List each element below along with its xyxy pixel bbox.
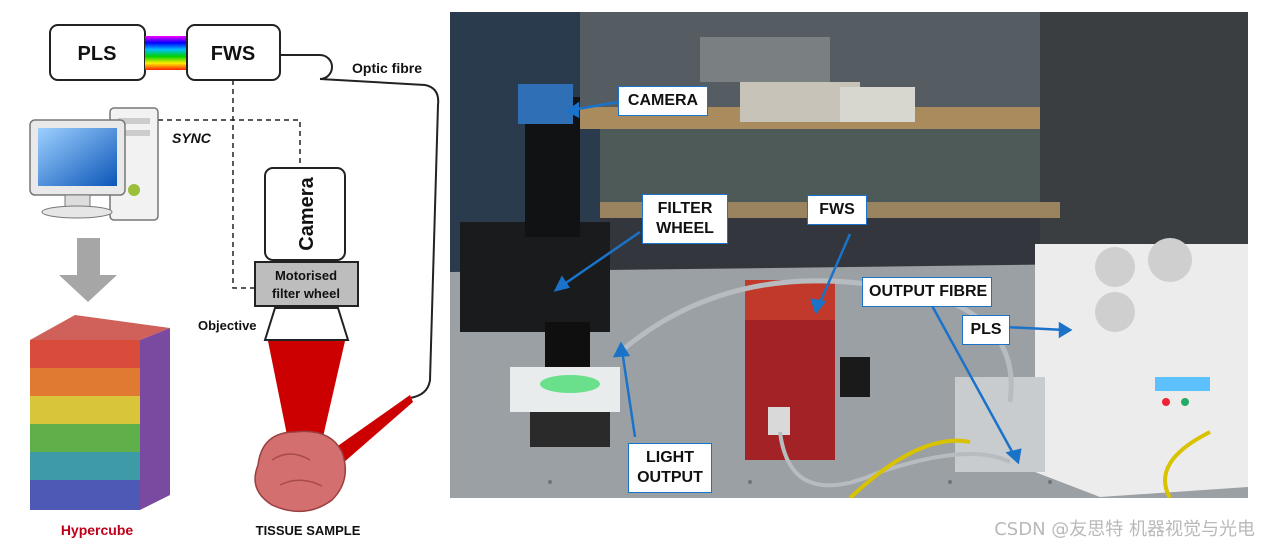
light-output-callout: LIGHT OUTPUT <box>628 443 712 493</box>
hypercube-stack <box>30 315 170 510</box>
system-schematic: PLS FWS Optic fibre SYNC Hyp <box>29 24 440 538</box>
tissue-sample <box>254 430 347 513</box>
objective-lens <box>263 307 350 341</box>
filter-wheel-label-line2: filter wheel <box>272 286 340 301</box>
light-spectrum-beam <box>145 36 187 70</box>
camera-beam <box>268 341 345 450</box>
filter-wheel-callout-line1: FILTER <box>657 200 713 217</box>
fws-callout: FWS <box>807 195 867 225</box>
watermark: CSDN @友思特 机器视觉与光电 <box>994 519 1255 540</box>
output-fibre-callout: OUTPUT FIBRE <box>862 277 992 307</box>
callout-arrows <box>553 100 1073 465</box>
camera-box: Camera <box>264 167 346 261</box>
filter-wheel-label-line1: Motorised <box>275 268 337 283</box>
camera-label: Camera <box>296 176 318 250</box>
fws-label: FWS <box>211 43 255 65</box>
hypercube-label: Hypercube <box>61 522 134 538</box>
camera-callout: CAMERA <box>618 86 708 116</box>
objective-label: Objective <box>198 318 257 333</box>
motorised-filter-wheel-box: Motorised filter wheel <box>254 261 359 307</box>
fws-box: FWS <box>186 24 281 81</box>
down-arrow-icon <box>59 238 117 302</box>
light-output-callout-line1: LIGHT <box>646 449 694 466</box>
sync-label: SYNC <box>172 130 212 146</box>
illumination-beam <box>325 395 413 470</box>
optic-fibre-label: Optic fibre <box>352 60 422 76</box>
pls-box: PLS <box>49 24 146 81</box>
tissue-sample-label: TISSUE SAMPLE <box>256 523 361 538</box>
sync-lines <box>158 80 301 289</box>
filter-wheel-callout-line2: WHEEL <box>656 220 714 237</box>
filter-wheel-callout: FILTER WHEEL <box>642 194 728 244</box>
optic-fibre-line <box>280 54 440 399</box>
computer-icon <box>29 107 159 221</box>
lab-setup-photo <box>450 12 1248 498</box>
pls-label: PLS <box>78 43 117 65</box>
pls-callout: PLS <box>962 315 1010 345</box>
light-output-callout-line2: OUTPUT <box>637 469 703 486</box>
